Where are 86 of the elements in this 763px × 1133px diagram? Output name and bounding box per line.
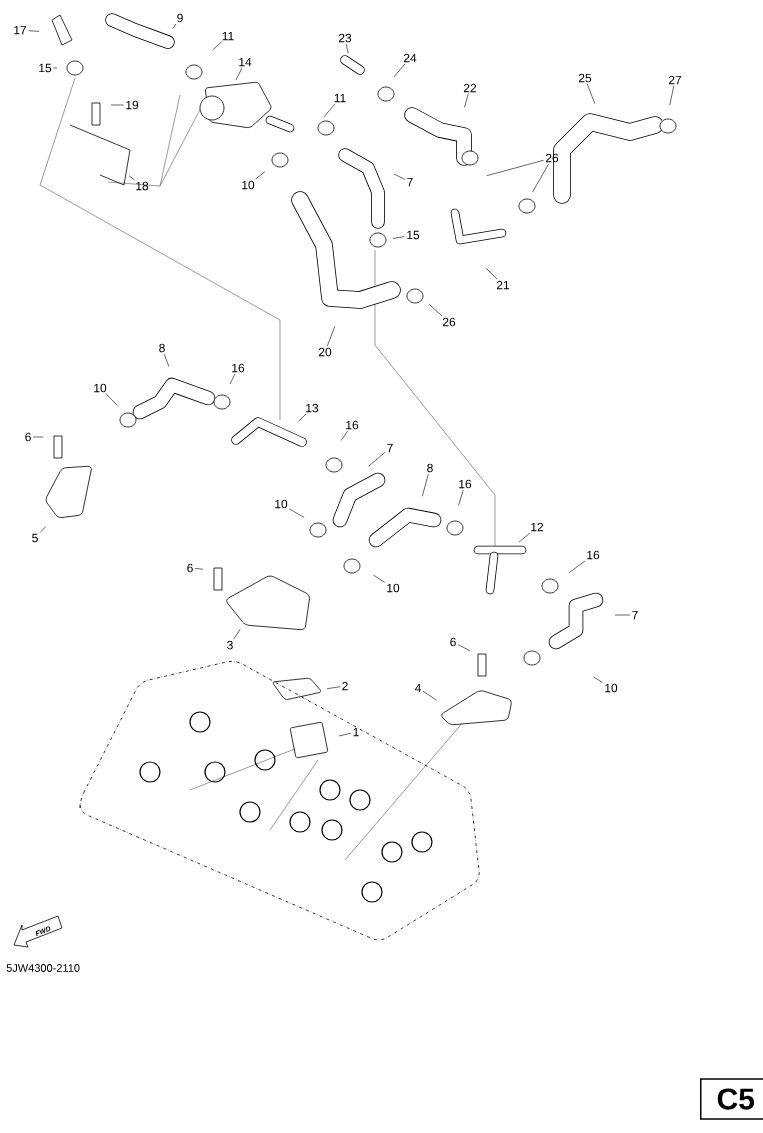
leader-line xyxy=(669,85,675,106)
leader-line xyxy=(28,30,40,32)
leader-line xyxy=(326,686,341,689)
callout-number: 13 xyxy=(306,403,319,413)
leader-line xyxy=(323,103,336,118)
callout-number: 5 xyxy=(32,533,38,543)
leader-line xyxy=(593,676,603,683)
leader-line xyxy=(392,236,405,239)
leader-line xyxy=(486,268,498,280)
callout-number: 7 xyxy=(387,443,393,453)
leader-line xyxy=(39,526,47,533)
callout-number: 14 xyxy=(239,57,252,67)
callout-number: 27 xyxy=(668,75,682,85)
callout-number: 16 xyxy=(232,363,245,373)
callout-number: 8 xyxy=(159,343,165,353)
callout-number: 11 xyxy=(222,31,234,41)
leader-line xyxy=(393,173,406,180)
callout-number: 10 xyxy=(94,383,107,393)
callout-number: 22 xyxy=(463,83,477,93)
leader-line xyxy=(518,532,531,543)
page-tab: C5 xyxy=(700,1078,763,1120)
callout-number: 2 xyxy=(342,681,348,691)
callout-number: 26 xyxy=(442,317,456,327)
callout-number: 8 xyxy=(427,463,433,473)
leader-line xyxy=(53,67,58,69)
callout-number: 10 xyxy=(242,180,255,190)
callout-number: 3 xyxy=(227,640,233,650)
leader-line xyxy=(172,23,177,29)
leader-line xyxy=(110,104,124,106)
leader-line xyxy=(194,568,204,570)
callout-number: 10 xyxy=(605,683,618,693)
leader-line xyxy=(235,67,243,81)
callout-number: 16 xyxy=(459,479,472,489)
leader-line xyxy=(233,629,241,640)
leader-line xyxy=(105,393,118,406)
leader-line xyxy=(393,63,406,78)
callout-number: 23 xyxy=(338,33,352,43)
leader-line xyxy=(345,43,349,54)
callout-number: 9 xyxy=(177,13,183,23)
callout-number: 24 xyxy=(403,53,417,63)
leader-line xyxy=(32,436,44,438)
callout-number: 7 xyxy=(632,610,638,620)
callout-number: 6 xyxy=(450,637,456,647)
leader-line xyxy=(229,373,236,385)
leader-line xyxy=(428,303,443,317)
callout-number: 10 xyxy=(387,583,400,593)
leader-line xyxy=(586,83,596,104)
callout-number: 4 xyxy=(414,683,421,693)
callout-number: 1 xyxy=(353,727,359,737)
callout-number: 12 xyxy=(531,522,544,532)
callout-number: 10 xyxy=(275,499,288,509)
leader-line xyxy=(338,732,352,737)
callout-number: 16 xyxy=(346,420,359,430)
callout-number: 16 xyxy=(587,550,600,560)
leader-line xyxy=(298,413,307,422)
leader-line xyxy=(163,353,170,367)
leader-line xyxy=(568,560,586,573)
callout-number: 15 xyxy=(407,230,420,240)
callout-number: 18 xyxy=(136,181,149,191)
callout-number: 6 xyxy=(187,563,193,573)
leader-line xyxy=(128,175,135,181)
callout-number: 11 xyxy=(334,93,346,103)
leader-line xyxy=(212,41,222,51)
leader-line xyxy=(255,171,266,180)
leader-line xyxy=(368,452,386,467)
callout-number: 15 xyxy=(39,63,52,73)
callout-number: 19 xyxy=(126,100,139,110)
leader-line xyxy=(373,574,385,583)
leader-line xyxy=(340,430,349,441)
leader-line xyxy=(458,489,464,506)
leader-line xyxy=(422,691,437,701)
leader-line xyxy=(614,614,631,616)
leader-line xyxy=(326,326,336,347)
leader-line xyxy=(486,160,544,176)
leader-line xyxy=(532,163,549,193)
callout-number: 25 xyxy=(578,73,592,83)
callout-number: 7 xyxy=(407,177,413,187)
leader-line xyxy=(289,508,305,518)
callout-number: 20 xyxy=(318,347,332,357)
callout-number: 21 xyxy=(496,280,510,290)
leader-line xyxy=(422,473,429,497)
callout-number: 6 xyxy=(25,432,31,442)
part-code: 5JW4300-2110 xyxy=(6,964,80,972)
leader-line xyxy=(464,93,469,108)
callout-number: 17 xyxy=(14,25,27,35)
leader-line xyxy=(457,644,471,652)
